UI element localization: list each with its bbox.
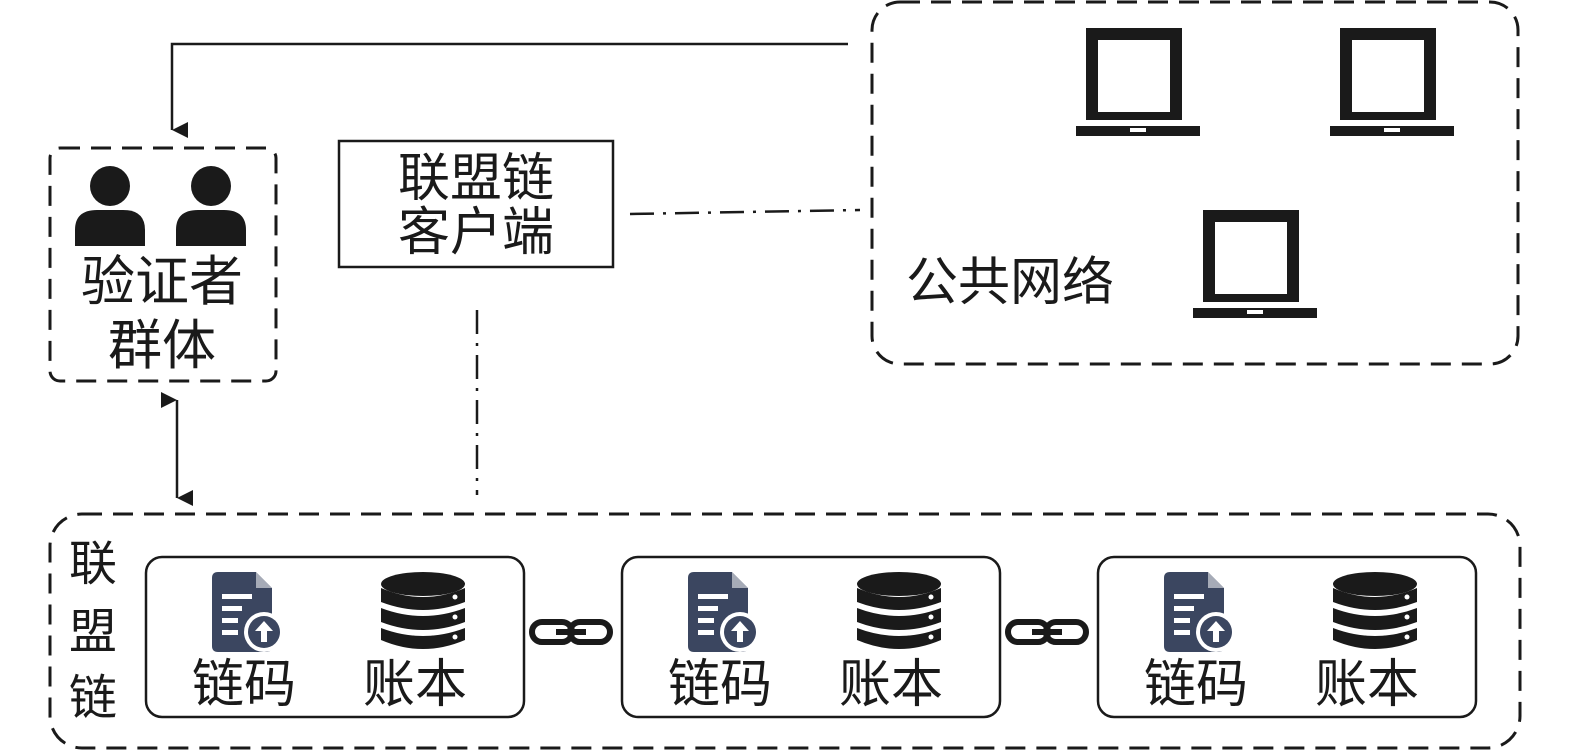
chain-node: 链码 账本 [144, 555, 526, 719]
consortium-label-char: 联 [69, 536, 117, 592]
public-to-validators-arrow [170, 42, 848, 138]
ledger-label: 账本 [363, 655, 467, 715]
chain-node: 链码 账本 [1096, 555, 1478, 719]
ledger-label: 账本 [1315, 655, 1419, 715]
chaincode-label: 链码 [192, 655, 296, 715]
validator-label-line1: 验证者 [81, 250, 243, 313]
laptop-icon [1330, 28, 1454, 136]
consortium-label-char: 链 [69, 670, 117, 726]
public-network-region [870, 0, 1520, 366]
consortium-label-char: 盟 [69, 604, 117, 660]
client-label-line1: 联盟链 [398, 149, 554, 209]
validator-label-line2: 群体 [108, 314, 216, 377]
chaincode-label: 链码 [668, 655, 772, 715]
public-network-label: 公共网络 [906, 253, 1114, 313]
chaincode-label: 链码 [1144, 655, 1248, 715]
ledger-label: 账本 [839, 655, 943, 715]
client-public-link [629, 208, 861, 216]
user-icon [176, 166, 246, 246]
laptop-icon [1076, 28, 1200, 136]
validator-group-box [48, 146, 278, 383]
client-box [337, 139, 615, 269]
user-icon [75, 166, 145, 246]
laptop-icon [1193, 210, 1317, 318]
chain-link-icon [1008, 622, 1086, 642]
chain-node: 链码 账本 [620, 555, 1002, 719]
chain-link-icon [532, 622, 610, 642]
client-label-line2: 客户端 [398, 203, 554, 263]
